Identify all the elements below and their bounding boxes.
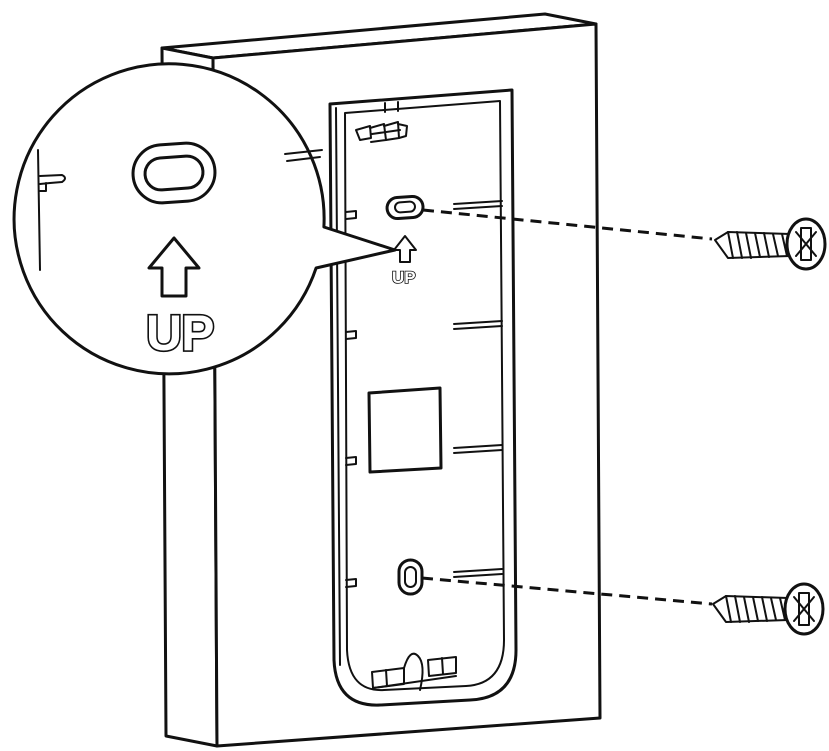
lower-keyhole-slot-icon: [397, 558, 424, 596]
bracket-left-edge: [335, 107, 341, 666]
zoom-callout: UP: [12, 62, 397, 376]
screw-guide-lines: [421, 208, 713, 606]
zoom-up-arrow-icon: [147, 236, 201, 298]
zoom-keyhole-slot-icon: [131, 141, 217, 205]
bracket-inner-rim: [344, 100, 505, 692]
lower-screw-icon: [712, 582, 825, 636]
mounting-bracket: UP: [328, 88, 518, 707]
up-label-small: UP: [392, 268, 416, 287]
bracket-ribs: [453, 200, 503, 578]
bracket-center-opening: [367, 386, 443, 474]
bracket-bottom-clip: [371, 652, 457, 691]
upper-guide-line: [422, 208, 713, 241]
zoom-callout-bubble: [12, 62, 397, 376]
bracket-top-clip: [355, 101, 408, 143]
upper-screw-icon: [714, 217, 827, 271]
bracket-outer: [328, 88, 518, 707]
up-label-zoom: UP: [146, 305, 213, 361]
lower-guide-line: [421, 576, 713, 606]
upper-keyhole-slot-icon: [385, 194, 425, 221]
zoom-side-tab: [39, 174, 66, 192]
bracket-side-tabs: [345, 210, 357, 588]
zoom-panel-edge: [37, 149, 41, 271]
zoom-rib: [284, 149, 323, 162]
